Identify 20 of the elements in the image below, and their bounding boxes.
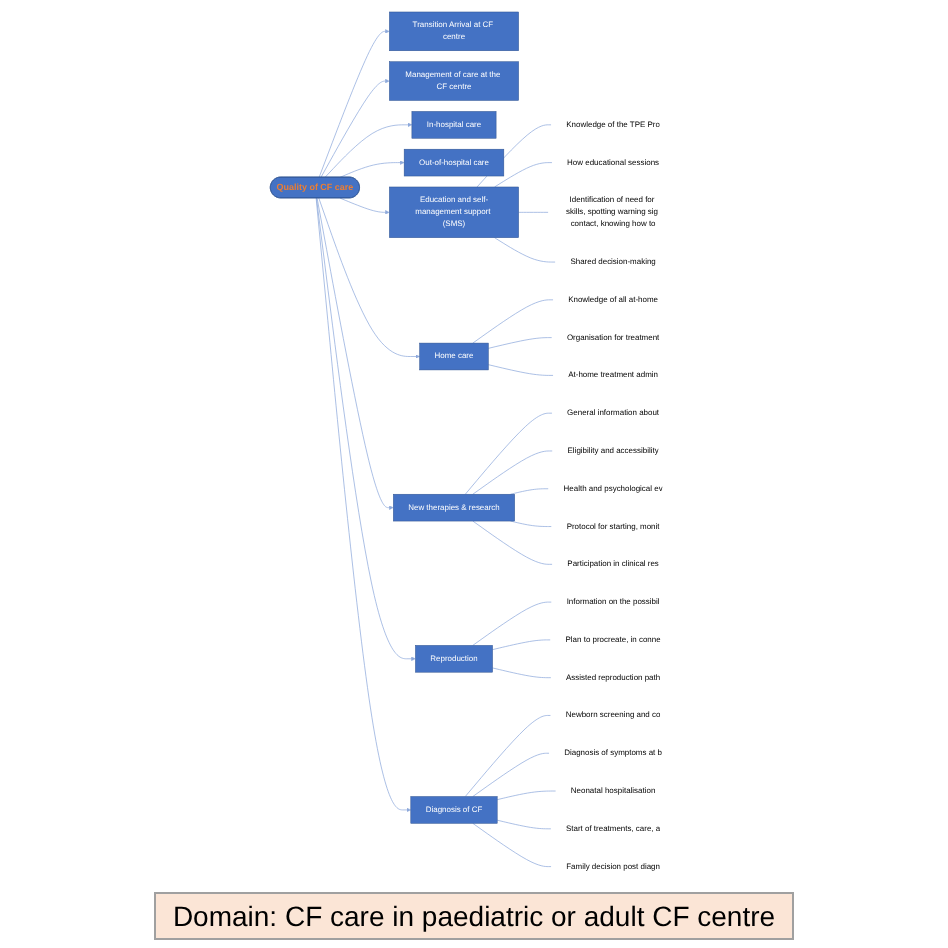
- connector: [472, 752, 550, 797]
- connector: [518, 211, 549, 213]
- connector: [472, 450, 553, 495]
- domain-note: Domain: CF care in paediatric or adult CF centre: [154, 892, 794, 940]
- connector: [496, 819, 552, 830]
- connector: [472, 822, 552, 867]
- connector: [472, 520, 553, 565]
- connector: [492, 639, 551, 650]
- connector: [494, 237, 556, 263]
- connector: [488, 337, 553, 349]
- connector: [494, 162, 553, 188]
- connector: [464, 412, 553, 495]
- connector: [488, 364, 554, 376]
- connector: [510, 520, 553, 527]
- connector: [472, 601, 553, 646]
- connector: [492, 667, 552, 679]
- connector: [510, 488, 550, 495]
- connector: [472, 299, 554, 344]
- connector: [496, 790, 557, 801]
- connector: [464, 715, 552, 797]
